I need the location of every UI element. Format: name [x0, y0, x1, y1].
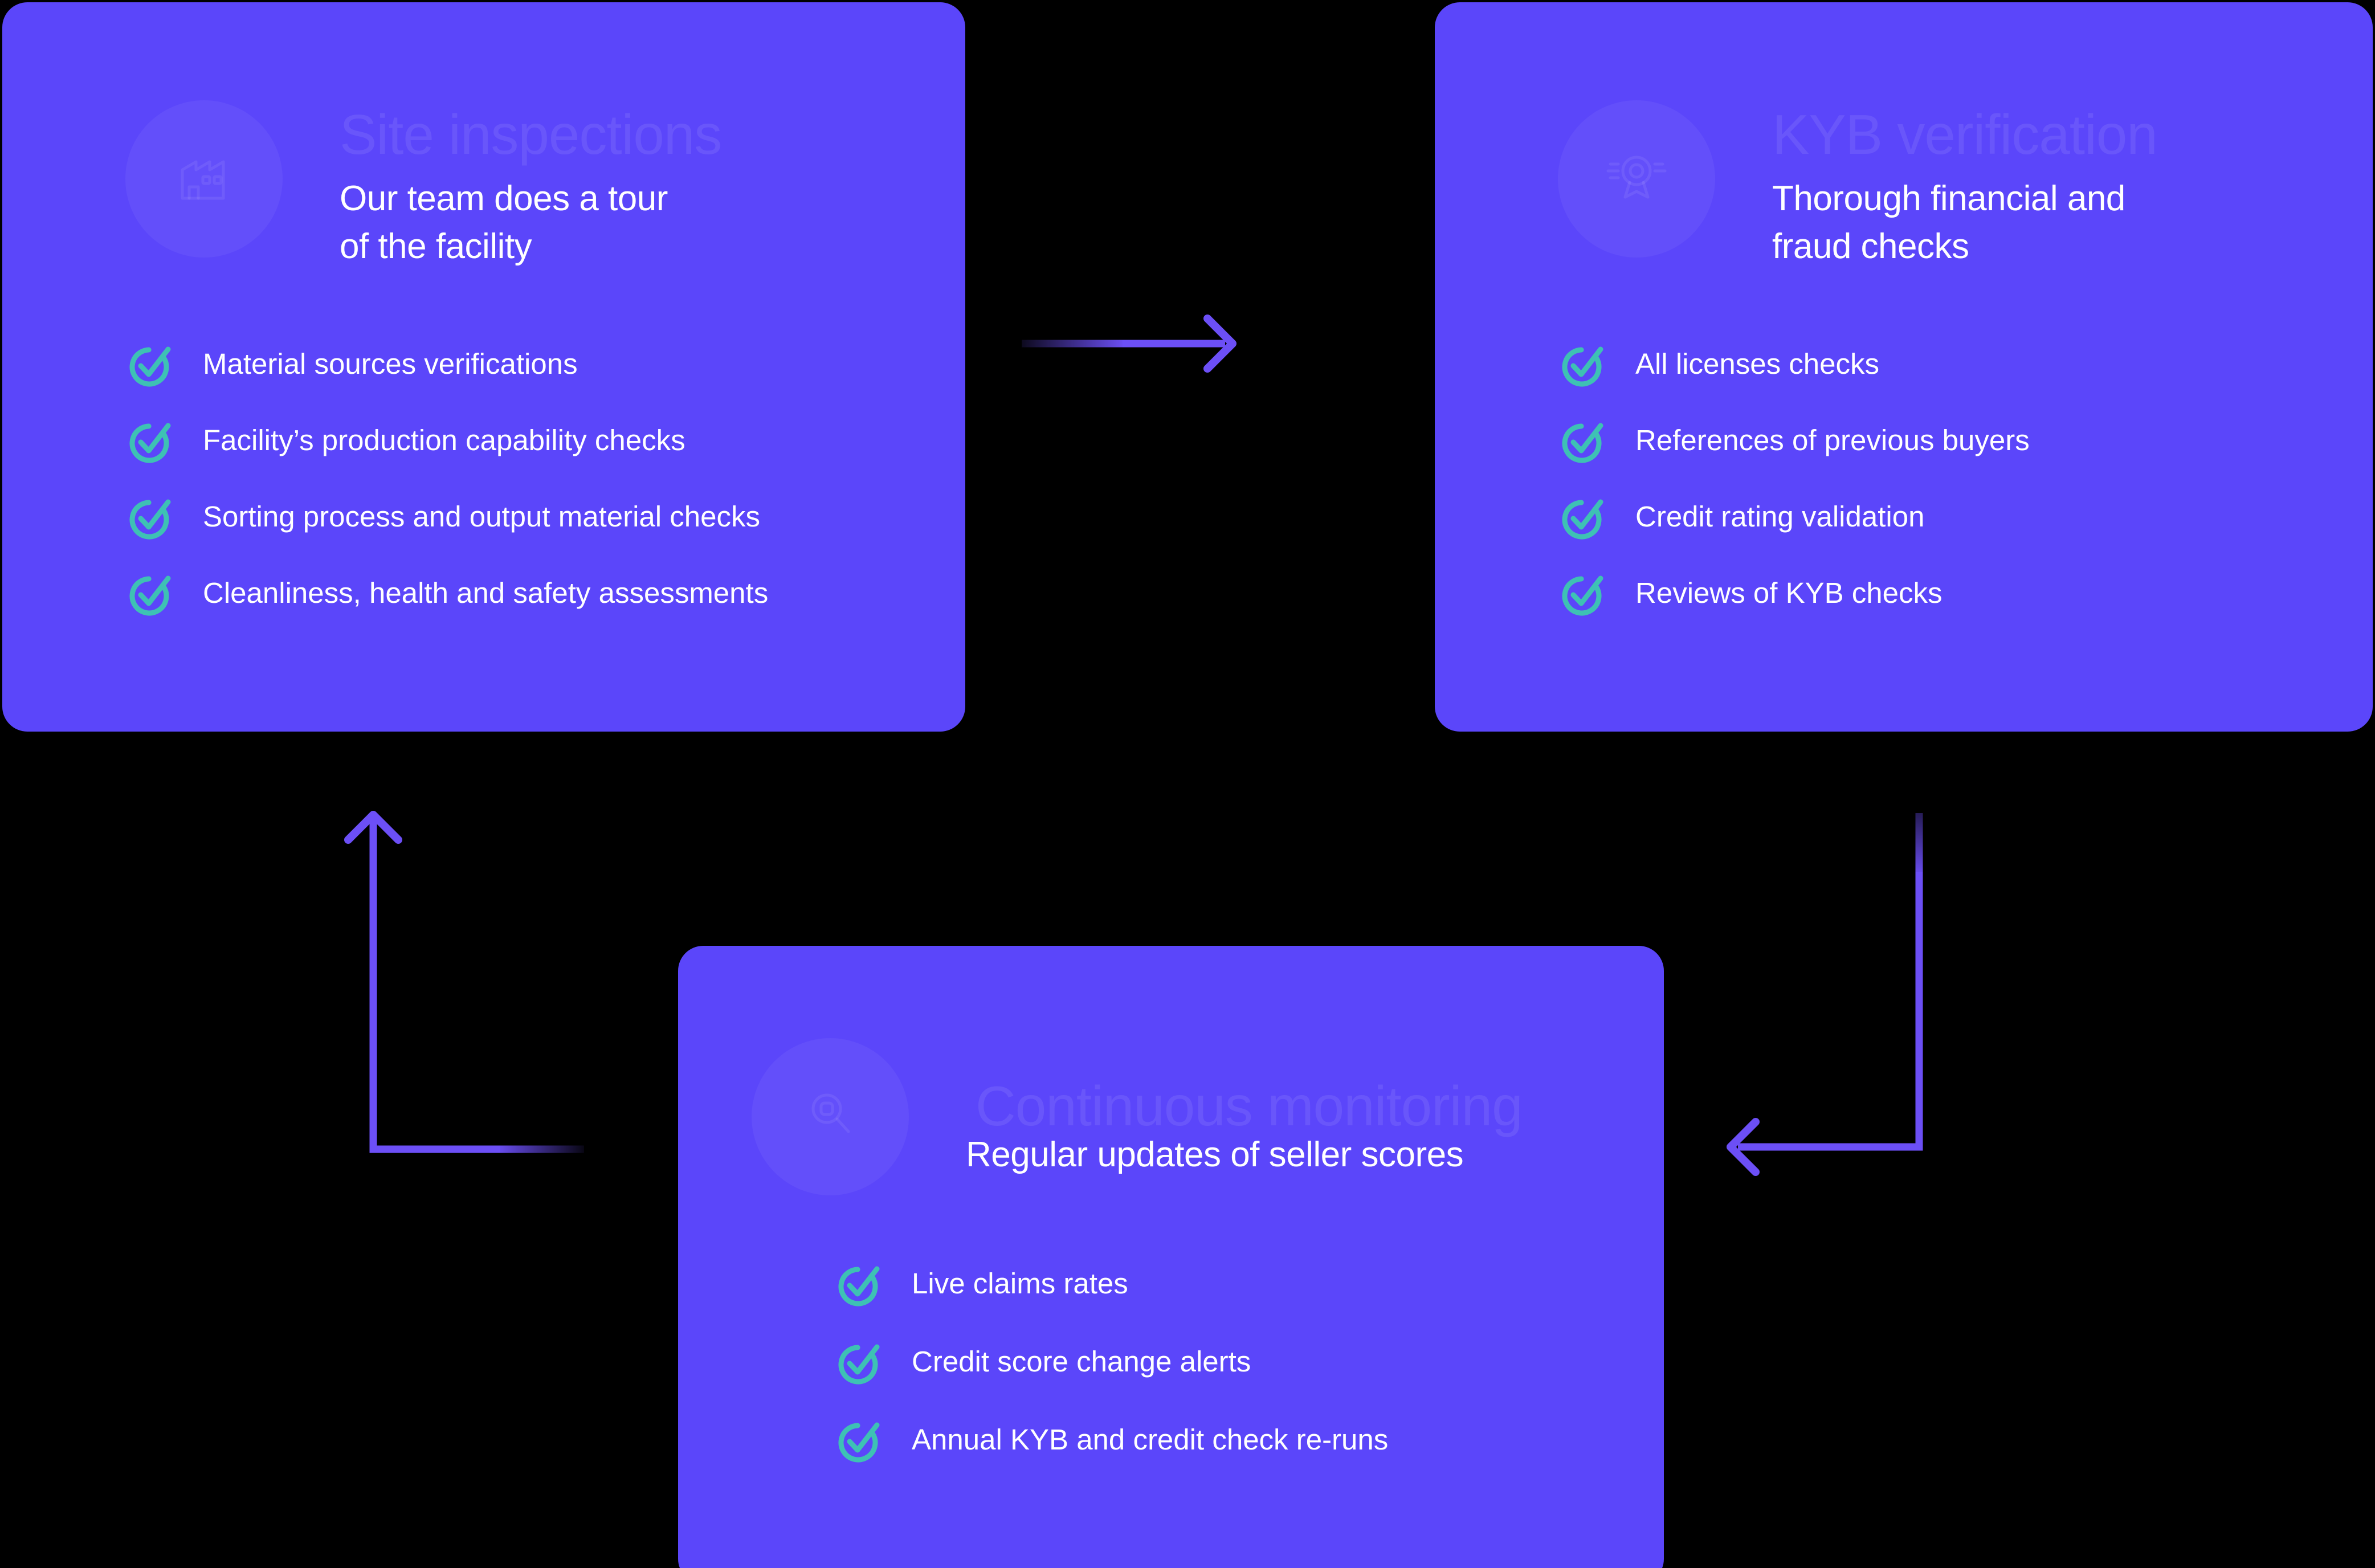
checklist-item: References of previous buyers	[1561, 416, 2030, 464]
checklist-item-label: Material sources verifications	[203, 347, 578, 380]
ghost-circle	[1558, 100, 1715, 258]
checklist: Material sources verifications Facility’…	[129, 340, 768, 645]
checklist-item: Credit rating validation	[1561, 492, 2030, 540]
card-site-inspections: Site inspections Our team does a tour of…	[2, 2, 965, 732]
checklist-item-label: All licenses checks	[1635, 347, 1879, 380]
checklist-item-label: Credit rating validation	[1635, 500, 1925, 533]
heading-line: of the facility	[340, 227, 532, 266]
checklist-item: Material sources verifications	[129, 340, 768, 387]
checklist-item: Sorting process and output material chec…	[129, 492, 768, 540]
heading-line: Regular updates of seller scores	[966, 1135, 1464, 1174]
ghost-title: KYB verification	[1772, 103, 2158, 166]
arrow-up-icon	[344, 811, 584, 1153]
checklist-item-label: Credit score change alerts	[912, 1345, 1251, 1378]
check-icon	[129, 575, 171, 616]
checklist-item-label: Cleanliness, health and safety assessmen…	[203, 576, 769, 609]
checklist-item: Facility’s production capability checks	[129, 416, 768, 464]
checklist-item-label: Live claims rates	[912, 1267, 1128, 1300]
checklist-item-label: Annual KYB and credit check re-runs	[912, 1423, 1389, 1456]
monitor-icon	[811, 1093, 850, 1133]
checklist-item-label: Facility’s production capability checks	[203, 423, 685, 456]
checklist: Live claims rates Credit score change al…	[838, 1259, 1388, 1493]
arrow-right-icon	[1022, 315, 1237, 373]
check-icon	[129, 423, 171, 463]
ghost-title: Site inspections	[340, 103, 722, 166]
factory-icon	[181, 160, 225, 200]
check-icon	[838, 1266, 880, 1306]
card-continuous-monitoring: Continuous monitoring Regular updates of…	[678, 946, 1664, 1568]
check-icon	[838, 1344, 880, 1385]
checklist-item: Cleanliness, health and safety assessmen…	[129, 569, 768, 616]
ghost-circle	[752, 1038, 909, 1195]
arrow-down-left-icon	[1727, 813, 1923, 1176]
check-icon	[129, 346, 171, 387]
check-icon	[1562, 499, 1603, 540]
certificate-icon	[1606, 156, 1667, 199]
card-heading: Our team does a tour of the facility	[340, 175, 668, 271]
card-heading: Thorough financial and fraud checks	[1772, 175, 2125, 271]
check-icon	[129, 499, 171, 540]
card-kyb-verification: KYB verification Thorough financial and …	[1435, 2, 2373, 732]
checklist-item-label: Reviews of KYB checks	[1635, 576, 1943, 609]
check-icon	[1562, 346, 1603, 387]
heading-line: fraud checks	[1772, 227, 1969, 266]
heading-line: Our team does a tour	[340, 179, 668, 218]
checklist-item-label: References of previous buyers	[1635, 423, 2030, 456]
checklist-item: Credit score change alerts	[838, 1337, 1388, 1385]
checklist-item: Annual KYB and credit check re-runs	[838, 1415, 1388, 1463]
checklist-item: Reviews of KYB checks	[1561, 569, 2030, 616]
ghost-title: Continuous monitoring	[976, 1075, 1523, 1137]
checklist-item-label: Sorting process and output material chec…	[203, 500, 761, 533]
checklist: All licenses checks References of previo…	[1561, 340, 2030, 645]
ghost-circle	[125, 100, 283, 258]
heading-line: Thorough financial and	[1772, 179, 2125, 218]
check-icon	[838, 1422, 880, 1463]
check-icon	[1562, 423, 1603, 463]
checklist-item: All licenses checks	[1561, 340, 2030, 387]
card-heading: Regular updates of seller scores	[966, 1131, 1464, 1179]
check-icon	[1562, 575, 1603, 616]
checklist-item: Live claims rates	[838, 1259, 1388, 1307]
